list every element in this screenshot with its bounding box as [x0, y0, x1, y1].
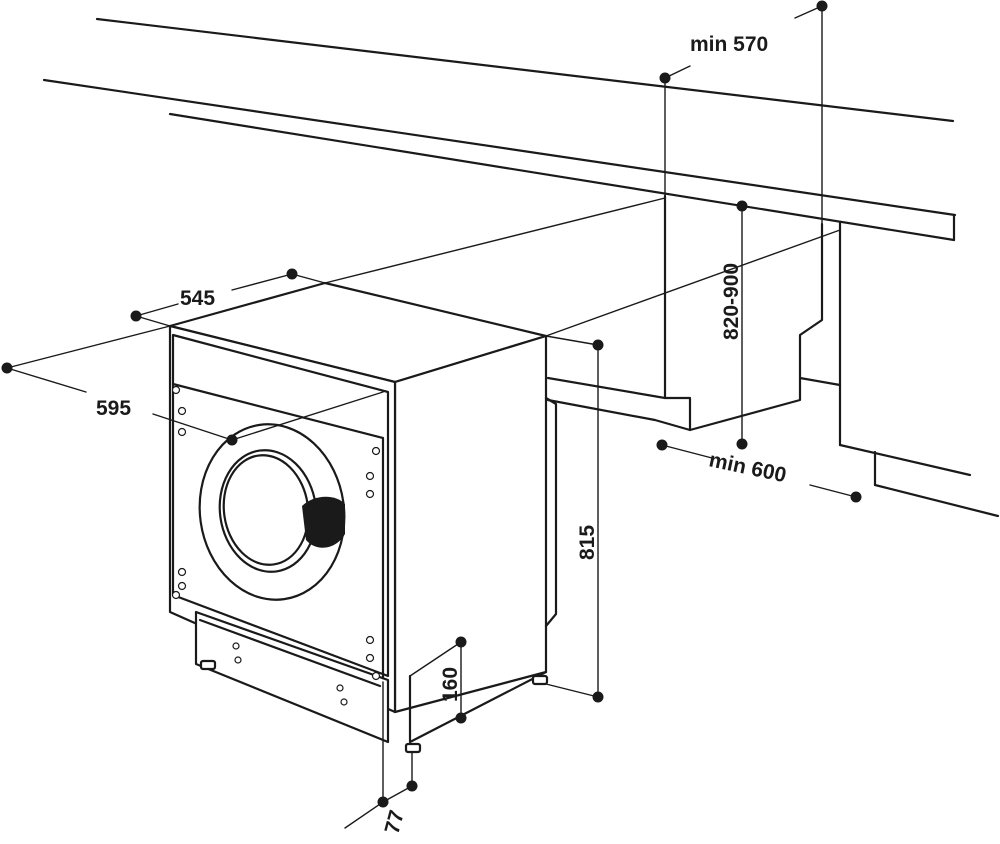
dimension-595: 595	[1, 229, 841, 446]
door-handle	[302, 496, 345, 548]
label-77: 77	[381, 808, 409, 837]
washing-machine	[168, 281, 558, 754]
dimension-815: 815	[545, 335, 604, 703]
label-820-900: 820-900	[720, 263, 743, 340]
dimension-820-900: 820-900	[720, 200, 748, 450]
cabinet-recess	[546, 194, 1000, 518]
label-815: 815	[576, 525, 599, 560]
worktop-lines	[42, 17, 957, 242]
label-545: 545	[180, 287, 215, 310]
label-min-600: min 600	[707, 448, 788, 487]
plinth	[194, 610, 390, 744]
adjustable-feet	[199, 659, 549, 754]
dimension-545: 545	[130, 197, 666, 327]
dimension-min-570: min 570	[659, 0, 828, 225]
dimension-160: 160	[409, 636, 467, 724]
machine-side	[393, 334, 548, 714]
label-595: 595	[96, 397, 131, 420]
label-160: 160	[439, 667, 462, 702]
mounting-holes	[171, 385, 381, 706]
dimension-min-600: min 600	[656, 439, 862, 503]
label-min-570: min 570	[690, 33, 768, 56]
